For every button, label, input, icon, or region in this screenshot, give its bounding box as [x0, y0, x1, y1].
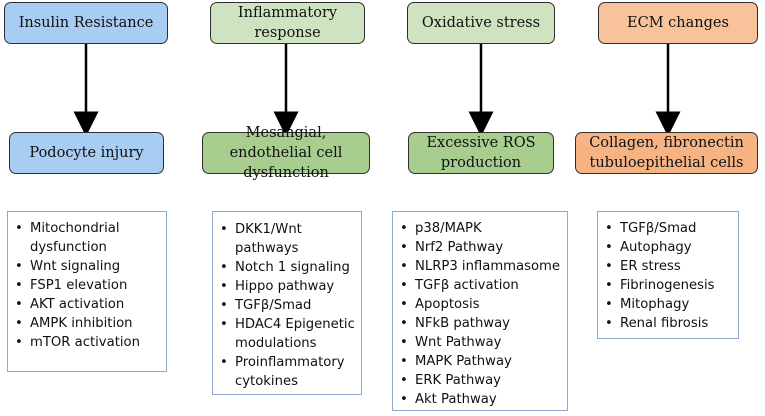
- effect-excessive-ros: Excessive ROS production: [408, 132, 554, 174]
- list-item: mTOR activation: [8, 333, 166, 352]
- list-oxidative-stress: p38/MAPK Nrf2 Pathway NLRP3 inflammasome…: [392, 211, 568, 411]
- header-inflammatory-response-label: Inflammatory response: [237, 5, 338, 41]
- list-item: FSP1 elevation: [8, 276, 166, 295]
- header-ecm-changes-label: ECM changes: [627, 15, 729, 31]
- effect-mesangial-endothelial: Mesangial, endothelial cell dysfunction: [202, 125, 370, 181]
- list-item: DKK1/Wnt pathways: [213, 220, 361, 258]
- list-item: NLRP3 inflammasome: [393, 257, 567, 276]
- list-item: Notch 1 signaling: [213, 258, 361, 277]
- list-item: Apoptosis: [393, 295, 567, 314]
- header-oxidative-stress-label: Oxidative stress: [421, 15, 541, 31]
- effect-podocyte-injury-label: Podocyte injury: [29, 145, 144, 161]
- effect-podocyte-injury: Podocyte injury: [9, 132, 164, 174]
- effect-excessive-ros-label: Excessive ROS production: [426, 135, 536, 171]
- list-item: ERK Pathway: [393, 371, 567, 390]
- list-item: Akt Pathway: [393, 390, 567, 409]
- list-item: Wnt Pathway: [393, 333, 567, 352]
- effect-collagen-fibronectin: Collagen, fibronectin tubuloepithelial c…: [575, 132, 758, 174]
- list-item: Nrf2 Pathway: [393, 238, 567, 257]
- list-insulin-resistance: Mitochondrial dysfunction Wnt signaling …: [7, 211, 167, 372]
- list-item: HDAC4 Epigenetic modulations: [213, 315, 361, 353]
- list-item: p38/MAPK: [393, 219, 567, 238]
- header-oxidative-stress: Oxidative stress: [407, 2, 555, 44]
- header-ecm-changes: ECM changes: [598, 2, 758, 44]
- list-inflammatory-response: DKK1/Wnt pathways Notch 1 signaling Hipp…: [212, 211, 362, 395]
- effect-mesangial-endothelial-label: Mesangial, endothelial cell dysfunction: [229, 125, 343, 181]
- list-item: AKT activation: [8, 295, 166, 314]
- list-item: Autophagy: [598, 238, 738, 257]
- list-item: Hippo pathway: [213, 277, 361, 296]
- list-item: Fibrinogenesis: [598, 276, 738, 295]
- list-item: TGFβ/Smad: [598, 219, 738, 238]
- header-insulin-resistance-label: Insulin Resistance: [18, 15, 154, 31]
- list-item: TGFβ/Smad: [213, 296, 361, 315]
- header-inflammatory-response: Inflammatory response: [210, 2, 365, 44]
- header-insulin-resistance: Insulin Resistance: [4, 2, 168, 44]
- list-item: MAPK Pathway: [393, 352, 567, 371]
- list-item: Mitochondrial dysfunction: [8, 219, 166, 257]
- list-item: Mitophagy: [598, 295, 738, 314]
- list-item: Proinflammatory cytokines: [213, 353, 361, 391]
- list-item: ER stress: [598, 257, 738, 276]
- effect-collagen-fibronectin-label: Collagen, fibronectin tubuloepithelial c…: [589, 135, 744, 171]
- list-item: TGFβ activation: [393, 276, 567, 295]
- list-ecm-changes: TGFβ/Smad Autophagy ER stress Fibrinogen…: [597, 211, 739, 339]
- list-item: AMPK inhibition: [8, 314, 166, 333]
- list-item: Renal fibrosis: [598, 314, 738, 333]
- list-item: Wnt signaling: [8, 257, 166, 276]
- list-item: NFkB pathway: [393, 314, 567, 333]
